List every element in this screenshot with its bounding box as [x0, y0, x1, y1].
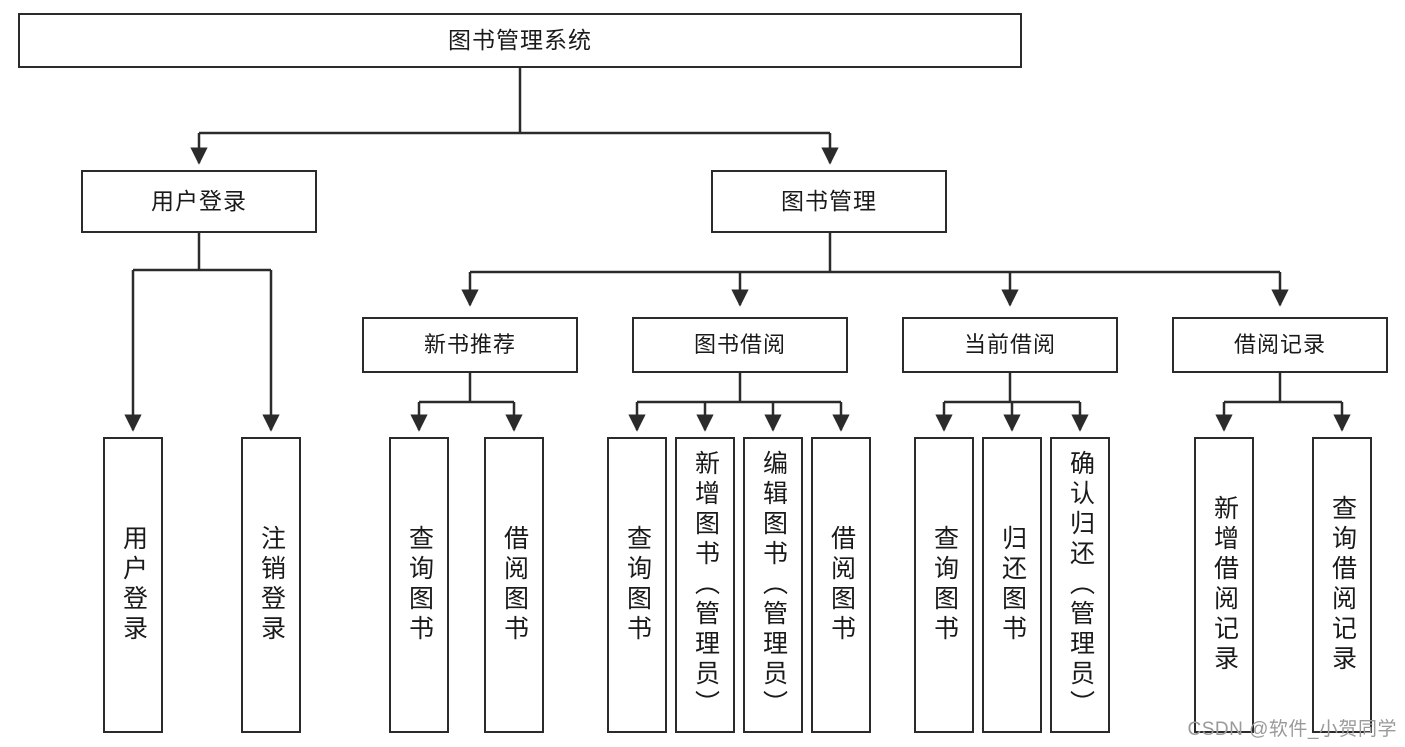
leaf-label-wrap: 用户登录: [105, 439, 161, 731]
node-label: 查询图书: [623, 525, 652, 645]
leaf-label-wrap: 注销登录: [243, 439, 299, 731]
node-label: 图书管理: [781, 188, 877, 215]
node-new-book-recommend[interactable]: 新书推荐: [362, 317, 578, 373]
node-current-borrow[interactable]: 当前借阅: [902, 317, 1118, 373]
leaf-label-wrap: 查询图书: [391, 439, 447, 731]
leaf-current-borrow-confirm-return[interactable]: 确认归还（管理员）: [1050, 437, 1110, 733]
node-label: 新增借阅记录: [1210, 495, 1239, 675]
leaf-label-wrap: 查询借阅记录: [1314, 439, 1370, 731]
node-label: 新书推荐: [423, 332, 516, 358]
leaf-label-wrap: 查询图书: [916, 439, 972, 731]
leaf-book-borrow-query-book[interactable]: 查询图书: [607, 437, 667, 733]
node-label: 当前借阅: [963, 332, 1056, 358]
leaf-label-wrap: 确认归还（管理员）: [1052, 439, 1108, 731]
leaf-label-wrap: 新增图书（管理员）: [677, 439, 733, 731]
leaf-user-login-login[interactable]: 用户登录: [103, 437, 163, 733]
node-label: 查询图书: [405, 525, 434, 645]
node-root-book-management-system[interactable]: 图书管理系统: [18, 13, 1022, 68]
node-borrow-record[interactable]: 借阅记录: [1172, 317, 1388, 373]
node-label: 编辑图书（管理员）: [759, 450, 788, 720]
node-label: 图书管理系统: [448, 27, 592, 54]
node-label: 用户登录: [151, 188, 247, 215]
node-label: 确认归还（管理员）: [1066, 450, 1095, 720]
leaf-new-book-borrow-book[interactable]: 借阅图书: [484, 437, 544, 733]
leaf-borrow-record-add-record[interactable]: 新增借阅记录: [1194, 437, 1254, 733]
leaf-label-wrap: 借阅图书: [486, 439, 542, 731]
node-book-borrow[interactable]: 图书借阅: [632, 317, 848, 373]
leaf-label-wrap: 归还图书: [984, 439, 1040, 731]
node-label: 归还图书: [998, 525, 1027, 645]
leaf-label-wrap: 新增借阅记录: [1196, 439, 1252, 731]
leaf-book-borrow-borrow-book[interactable]: 借阅图书: [811, 437, 871, 733]
leaf-current-borrow-query-book[interactable]: 查询图书: [914, 437, 974, 733]
node-user-login[interactable]: 用户登录: [81, 170, 317, 233]
node-label: 用户登录: [119, 525, 148, 645]
leaf-label-wrap: 查询图书: [609, 439, 665, 731]
leaf-book-borrow-add-book[interactable]: 新增图书（管理员）: [675, 437, 735, 733]
leaf-borrow-record-query-record[interactable]: 查询借阅记录: [1312, 437, 1372, 733]
leaf-current-borrow-return-book[interactable]: 归还图书: [982, 437, 1042, 733]
node-book-management[interactable]: 图书管理: [711, 170, 947, 233]
node-label: 查询图书: [930, 525, 959, 645]
node-label: 借阅图书: [827, 525, 856, 645]
leaf-label-wrap: 借阅图书: [813, 439, 869, 731]
node-label: 借阅记录: [1233, 332, 1326, 358]
leaf-new-book-query-book[interactable]: 查询图书: [389, 437, 449, 733]
node-label: 借阅图书: [500, 525, 529, 645]
node-label: 图书借阅: [693, 332, 786, 358]
leaf-book-borrow-edit-book[interactable]: 编辑图书（管理员）: [743, 437, 803, 733]
node-label: 新增图书（管理员）: [691, 450, 720, 720]
leaf-label-wrap: 编辑图书（管理员）: [745, 439, 801, 731]
leaf-user-login-logout[interactable]: 注销登录: [241, 437, 301, 733]
node-label: 查询借阅记录: [1328, 495, 1357, 675]
node-label: 注销登录: [257, 525, 286, 645]
